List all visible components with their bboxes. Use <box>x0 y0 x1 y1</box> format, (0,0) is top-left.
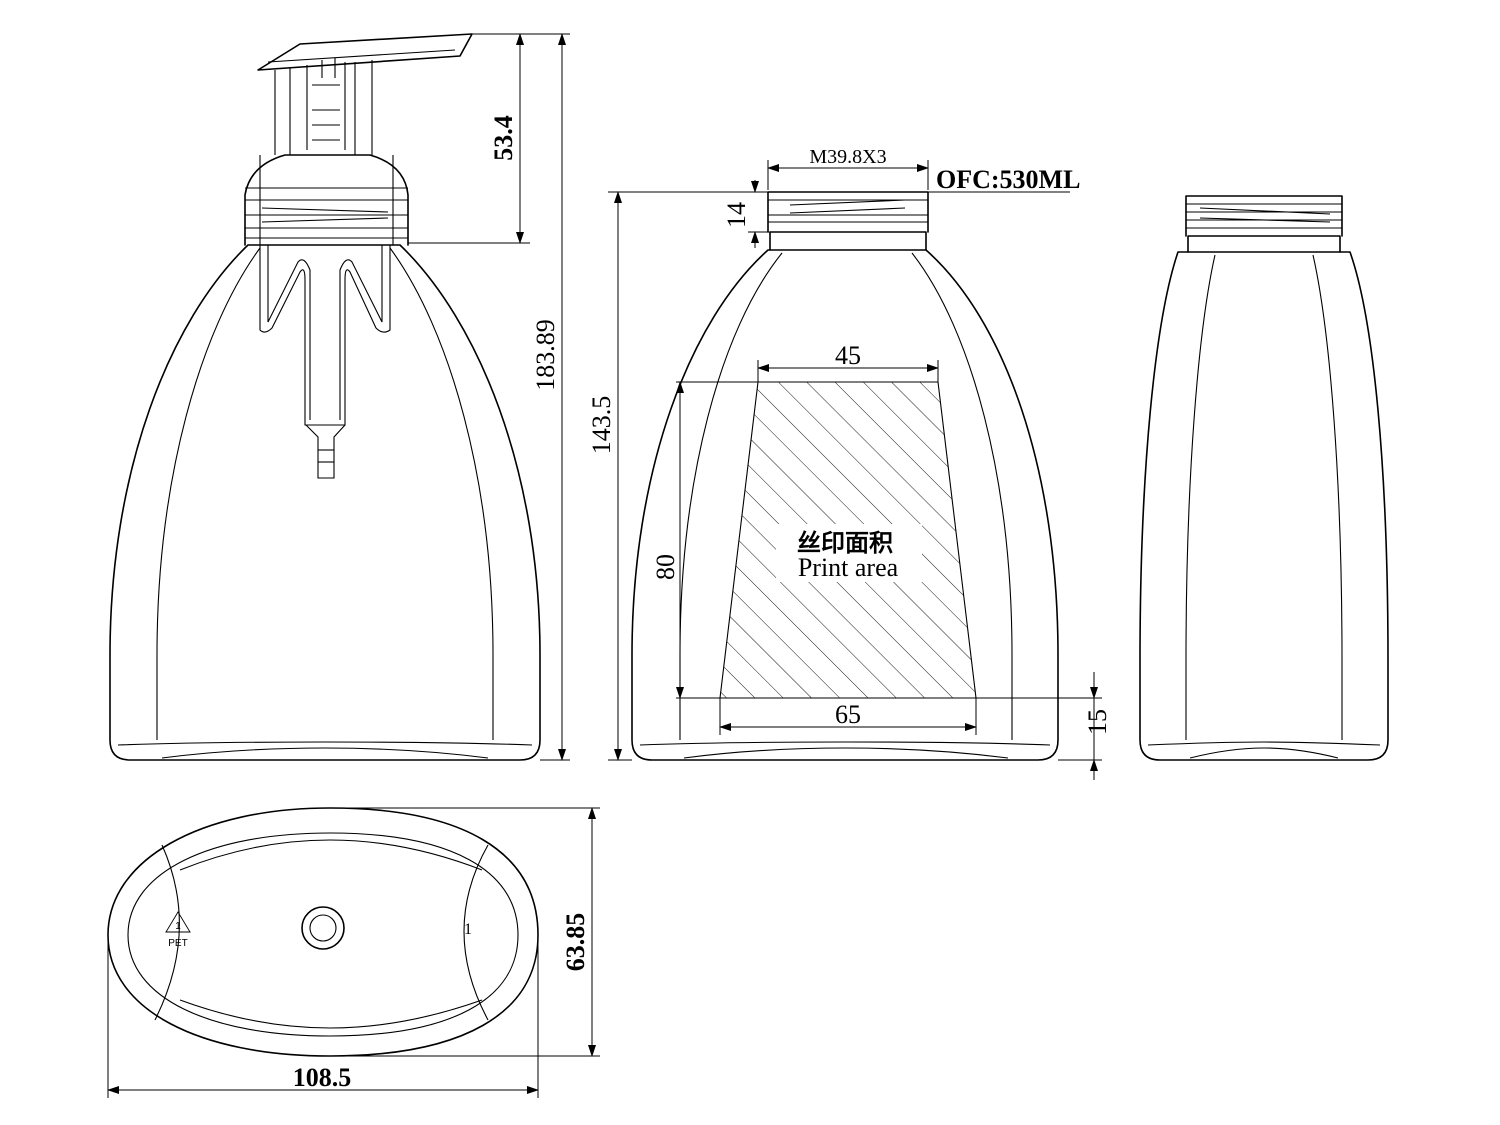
bottom-view: 1 PET 1 108.5 63.85 <box>107 807 600 1098</box>
dim-print-top-width: 45 <box>835 341 861 370</box>
dim-pump-height: 53.4 <box>489 115 518 161</box>
dim-base-depth: 63.85 <box>561 913 590 972</box>
front-view-print-area: 丝印面积 Print area M39.8X3 OFC:530ML 14 143… <box>587 146 1112 780</box>
recycle-code: 1 <box>175 921 181 932</box>
dim-bottom-offset: 15 <box>1083 709 1112 735</box>
dim-neck-height: 14 <box>722 202 751 228</box>
dim-print-bottom-width: 65 <box>835 700 861 729</box>
cavity-number: 1 <box>464 921 472 938</box>
dim-print-height: 80 <box>651 554 680 580</box>
front-view-with-pump: 53.4 183.89 <box>109 33 570 761</box>
recycle-icon: 1 PET <box>165 911 191 949</box>
print-area-label-cn: 丝印面积 <box>797 529 893 557</box>
print-area-label-en: Print area <box>798 553 899 582</box>
material-code: PET <box>168 938 187 949</box>
dim-neck-thread: M39.8X3 <box>809 146 886 168</box>
side-view <box>1139 195 1389 761</box>
dim-total-height: 183.89 <box>531 319 560 391</box>
overflow-capacity-label: OFC:530ML <box>936 165 1080 194</box>
dim-base-width: 108.5 <box>293 1063 352 1092</box>
dim-body-height: 143.5 <box>587 396 616 455</box>
